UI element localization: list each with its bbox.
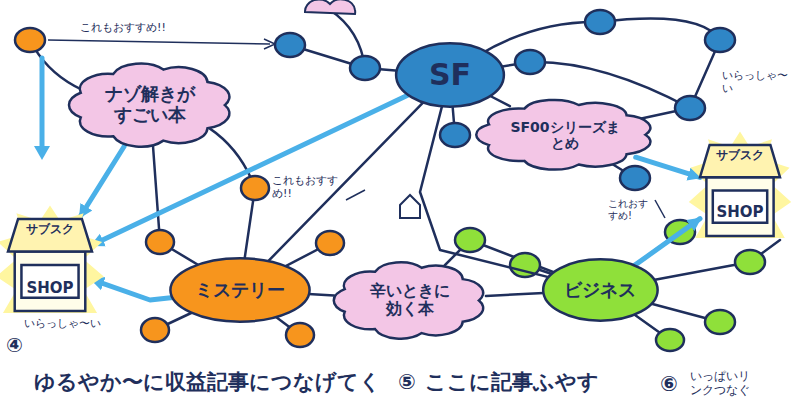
recommend-arrow <box>346 190 365 200</box>
shop-shape <box>700 144 780 176</box>
shop-shape <box>8 219 92 252</box>
step-note: ⑥ <box>660 372 678 396</box>
node-text: ナゾ解きがすごい本 <box>100 84 200 125</box>
step-note: ここに記事ふやす <box>425 370 599 394</box>
ellipse-shape <box>396 43 504 106</box>
house-icon <box>400 195 420 218</box>
node-text: ミステリー <box>195 280 285 301</box>
cloud-shape <box>334 262 483 338</box>
shop-sign <box>21 265 78 298</box>
network-lines <box>30 10 780 340</box>
recommend-arrow <box>655 200 665 218</box>
annotation: これもおすすめ!! <box>80 22 166 35</box>
node-text-holder: サブスク SHOP <box>8 217 92 313</box>
step-note: ゆるやか〜に収益記事につなげてく <box>34 370 381 394</box>
annotation: いらっしゃ〜い <box>722 70 798 95</box>
ellipse-shape <box>170 258 309 321</box>
annotation: いらっしゃ〜い <box>24 318 101 331</box>
link-line <box>308 294 334 296</box>
shop-sign <box>713 190 767 222</box>
annotation: これおすすめ! <box>608 198 652 221</box>
flow-arrow <box>80 147 124 218</box>
topic-circles <box>15 10 765 351</box>
ellipse-node: ビジネス <box>542 258 659 322</box>
node-text-holder: SF <box>395 42 505 108</box>
ellipse-shape <box>543 259 657 320</box>
blue-arrow <box>40 58 45 150</box>
node-text: SHOP <box>716 204 763 221</box>
link-line <box>486 293 544 296</box>
node-text-holder: ビジネス <box>542 258 659 322</box>
node-text: 辛いときに効く本 <box>364 282 456 319</box>
cloud-shape <box>476 100 650 170</box>
step-note: ⑤ <box>398 370 416 394</box>
node-text: サブスク <box>26 223 74 237</box>
ellipse-node: SF <box>395 42 505 108</box>
recommend-arrow <box>48 40 270 44</box>
cloud-node: SF00シリーズまとめ <box>473 97 657 173</box>
shop-node: サブスク SHOP <box>8 217 92 313</box>
node-text-holder: 辛いときに効く本 <box>331 259 488 342</box>
node-text-holder: SF00シリーズまとめ <box>473 97 657 173</box>
node-text: SF <box>429 58 471 93</box>
node-text: ビジネス <box>564 280 636 301</box>
node-text-holder: ミステリー <box>169 257 311 323</box>
shop-body <box>15 252 86 312</box>
shop-glow <box>689 131 791 237</box>
shop-node: サブスク SHOP <box>700 143 780 238</box>
cloud-node: 辛いときに効く本 <box>331 259 488 342</box>
flow-arrow <box>636 157 700 177</box>
flow-arrow <box>635 219 701 266</box>
node-text: SF00シリーズまとめ <box>510 119 620 151</box>
annotation: いっぱいリンクつなぐ <box>690 370 756 398</box>
node-text: サブスク <box>716 149 764 163</box>
shop-body <box>706 177 773 236</box>
link-line <box>490 96 510 106</box>
shop-glow <box>0 205 104 313</box>
cloud-node: ナゾ解きがすごい本 <box>66 60 235 150</box>
cloud-fragment <box>305 0 355 14</box>
flow-arrow <box>92 280 173 300</box>
arrow-head <box>34 146 50 160</box>
arrow-head <box>264 39 275 49</box>
node-text: SHOP <box>26 280 73 297</box>
cloud-shape <box>68 63 228 146</box>
link-line <box>269 103 424 261</box>
node-text-holder: ナゾ解きがすごい本 <box>66 60 235 150</box>
annotation: これもおすすめ!! <box>272 175 344 200</box>
step-note: ④ <box>6 334 23 357</box>
node-text-holder: サブスク SHOP <box>700 143 780 238</box>
ellipse-node: ミステリー <box>169 257 311 323</box>
